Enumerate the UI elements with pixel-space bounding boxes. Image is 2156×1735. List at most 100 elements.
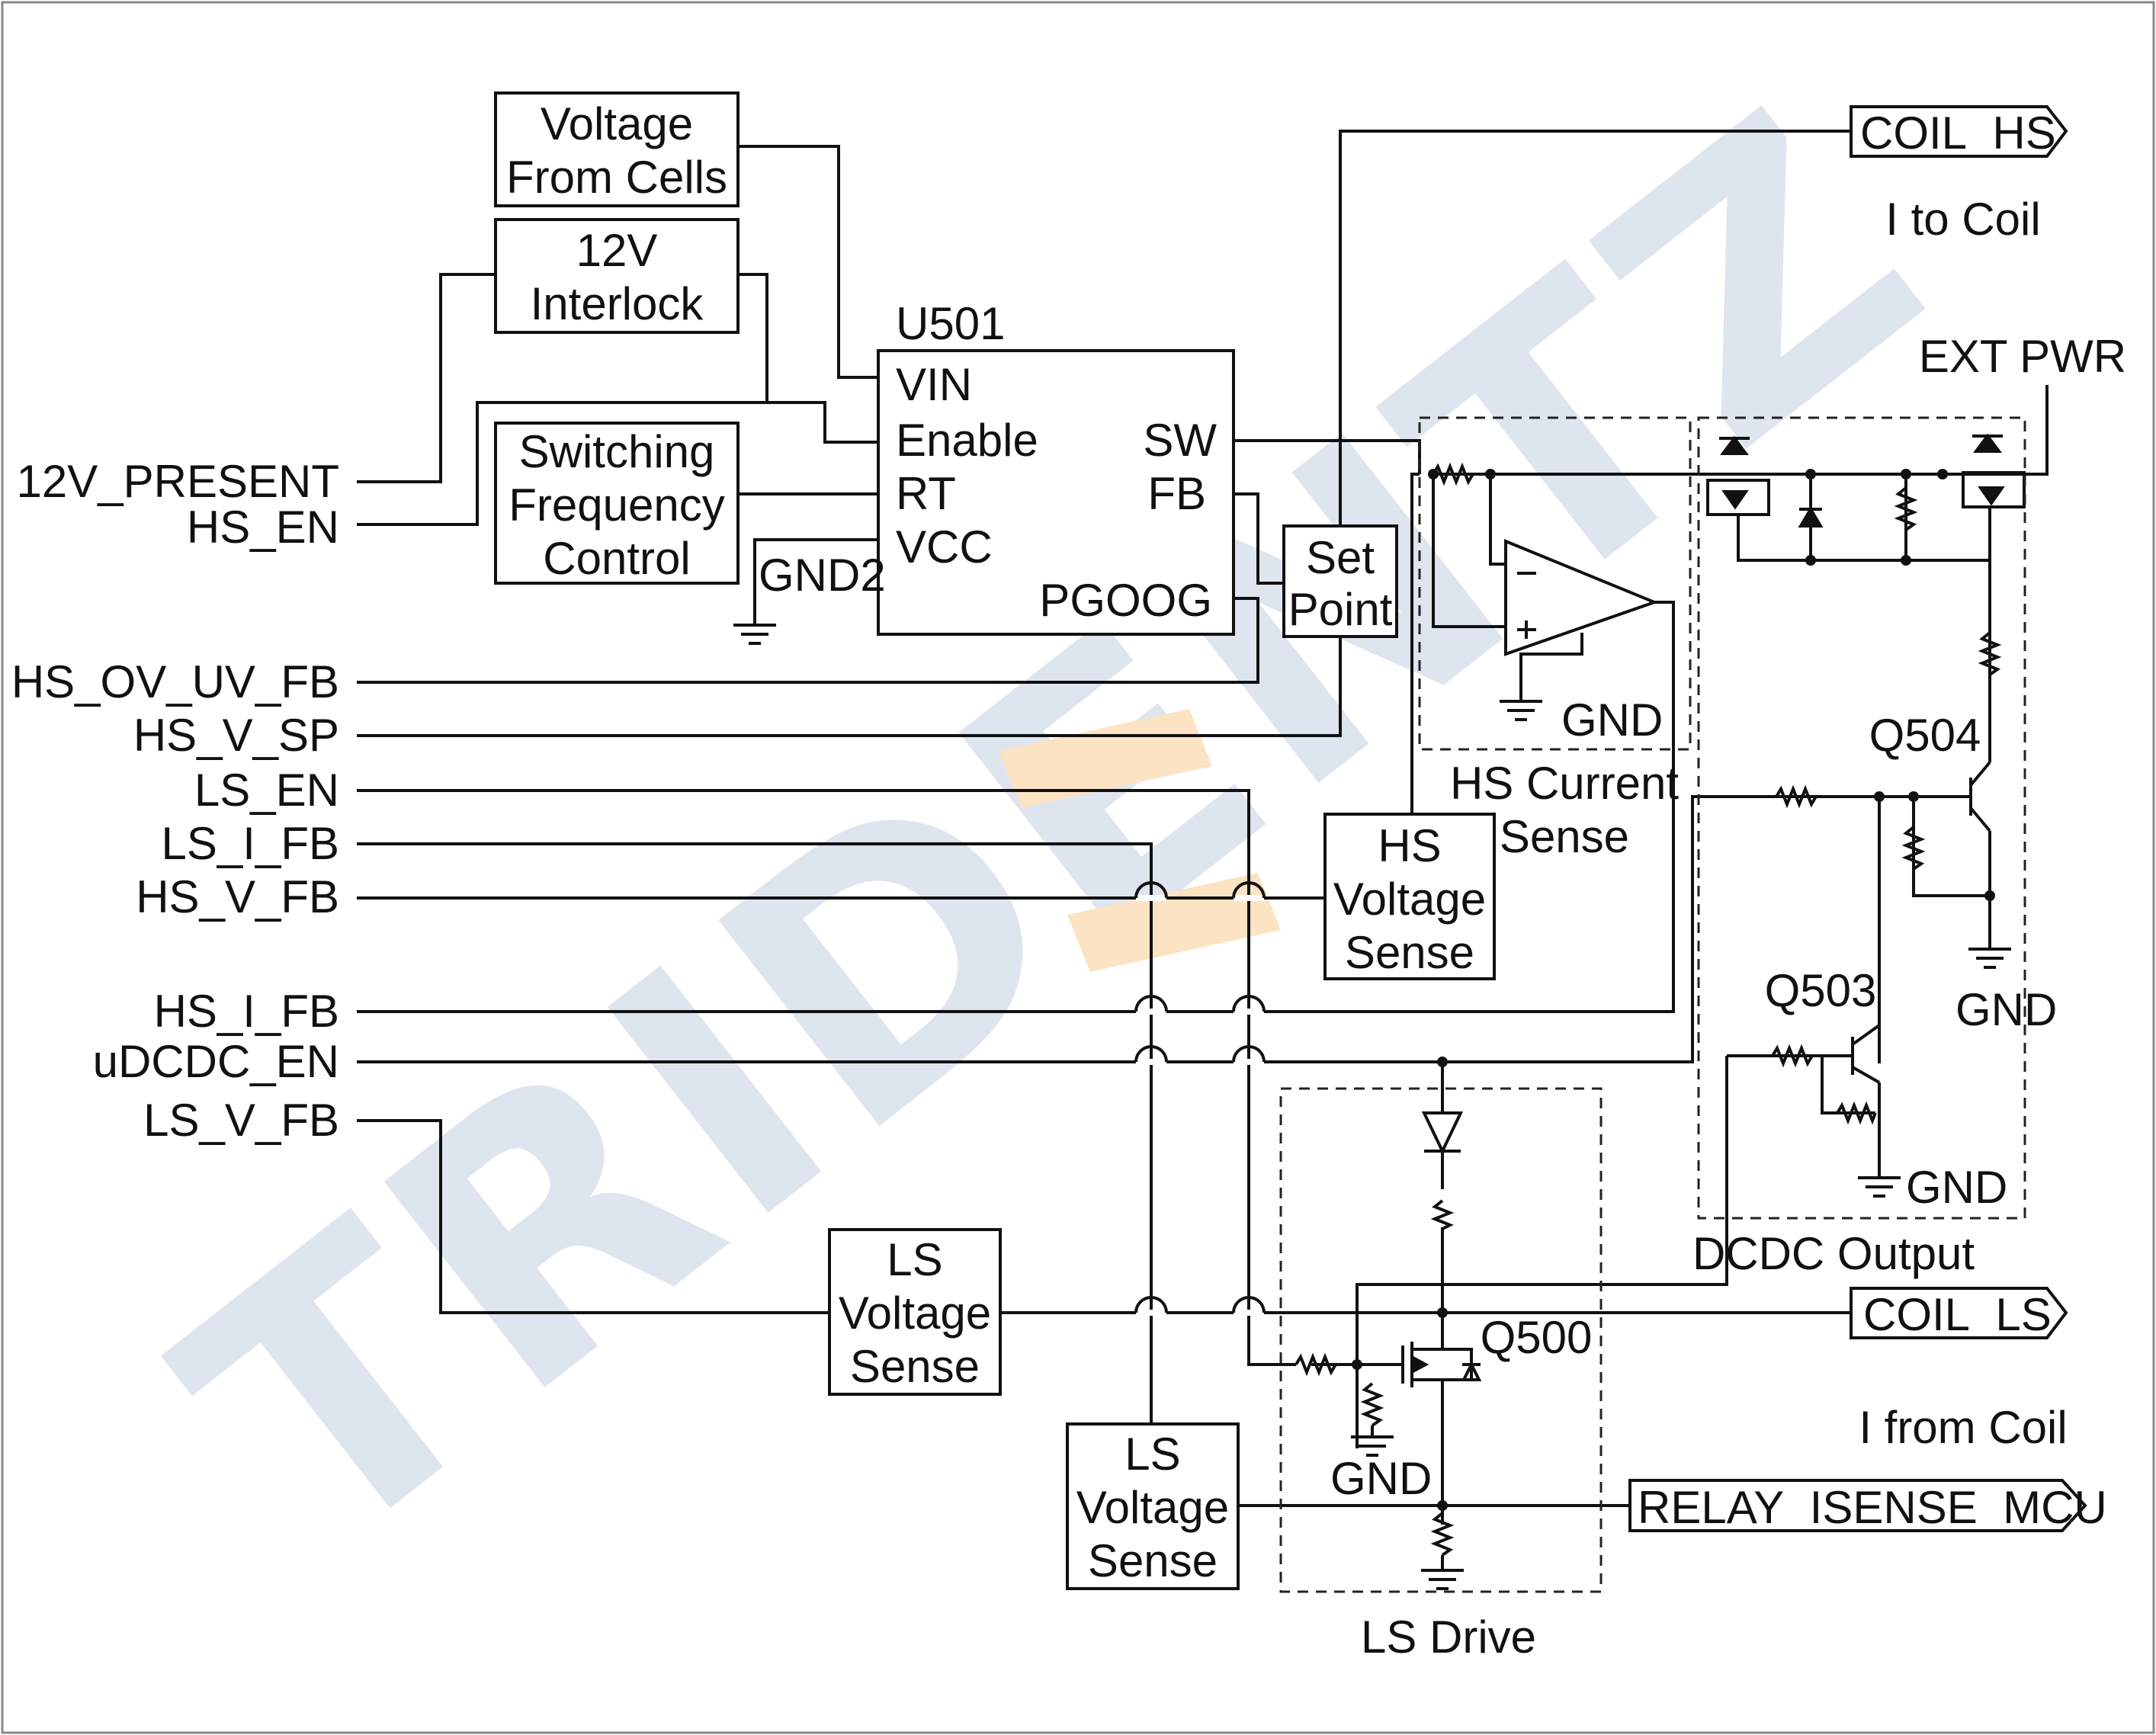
ls-voltage-sense-1-text-line-2: Voltage <box>839 1288 991 1339</box>
hop-arc-6 <box>1232 1045 1266 1063</box>
q504-gnd-label: GND <box>1955 984 2057 1035</box>
voltage-from-cells-box <box>494 91 740 207</box>
u501-pin-vin: VIN <box>896 359 972 410</box>
u501-pin-vcc: VCC <box>896 521 993 572</box>
signal-label-hs-ov-uv-fb: HS_OV_UV_FB <box>11 656 339 707</box>
ls-voltage-sense-2-text-line-2: Voltage <box>1076 1482 1229 1533</box>
hop-arc-7 <box>1134 1296 1168 1313</box>
q504-label: Q504 <box>1869 710 1981 761</box>
q503-gnd-symbol <box>1858 1176 1901 1198</box>
hs-current-sense-title-line-2: Sense <box>1500 811 1629 862</box>
ls-voltage-sense-2-text-line-1: LS <box>1125 1429 1180 1480</box>
switching-freq-text-line-2: Frequency <box>509 479 724 531</box>
q500-gate-resistor <box>1295 1352 1337 1377</box>
zener-diode <box>1798 506 1824 528</box>
switching-freq-text-line-1: Switching <box>519 426 715 477</box>
text-labels: 12V_PRESENTHS_ENHS_OV_UV_FBHS_V_SPLS_ENL… <box>11 98 2126 1663</box>
hop-arc-4 <box>1232 995 1266 1012</box>
signal-label-udcdc-en: uDCDC_EN <box>93 1036 339 1087</box>
set-point-box <box>1282 524 1398 638</box>
signal-label-ls-i-fb: LS_I_FB <box>162 818 339 869</box>
block-boxes <box>494 91 1496 1590</box>
relay-isense-label: RELAY_ISENSE_MCU <box>1638 1482 2107 1533</box>
coil-hs-tag <box>1850 105 2068 158</box>
signal-label-ls-en: LS_EN <box>194 765 339 816</box>
wire-hops <box>1134 881 1266 1316</box>
i-from-coil-note: I from Coil <box>1859 1402 2067 1453</box>
hs-current-sense-title-line-1: HS Current <box>1450 758 1679 809</box>
hop-arc-8 <box>1232 1296 1266 1313</box>
ls-voltage-sense-box-2 <box>1066 1422 1240 1590</box>
hs-voltage-sense-box <box>1323 813 1496 980</box>
ls-voltage-sense-box-1 <box>828 1228 1002 1396</box>
q500-label: Q500 <box>1481 1312 1593 1363</box>
q504-gnd-symbol <box>1968 948 2011 969</box>
signal-label-ls-v-fb: LS_V_FB <box>143 1095 339 1146</box>
interlock-12v-text-line-2: Interlock <box>531 278 704 329</box>
signal-label-hs-v-fb: HS_V_FB <box>136 871 339 922</box>
signal-label-hs-i-fb: HS_I_FB <box>154 986 339 1037</box>
dcdc-output-region <box>1697 416 2026 1220</box>
resistors <box>1295 462 2002 1557</box>
shunt-resistor <box>1430 1512 1455 1557</box>
ls-voltage-sense-1-text-line-3: Sense <box>850 1341 980 1392</box>
signal-label-hs-en: HS_EN <box>187 502 339 553</box>
set-point-text-line-2: Point <box>1288 584 1393 635</box>
coil-hs-label: COIL_HS <box>1860 107 2056 159</box>
q503-gnd-label: GND <box>1906 1162 2007 1213</box>
u501-ref: U501 <box>896 298 1005 349</box>
switching-freq-text-line-3: Control <box>543 533 690 584</box>
gnd2-symbol <box>733 614 776 645</box>
ls-drive-resistor <box>1430 1199 1455 1230</box>
u501-pin-enable: Enable <box>896 415 1038 466</box>
q504-collector-resistor <box>1978 631 2002 676</box>
q503-bjt <box>1851 1024 1881 1084</box>
opamp-gnd-label: GND <box>1561 694 1663 746</box>
wires <box>357 130 2049 1570</box>
ground-symbols <box>733 614 2011 1590</box>
dcdc-output-title: DCDC Output <box>1692 1228 1975 1279</box>
u501-pin-sw: SW <box>1143 415 1217 466</box>
hs-sense-resistor <box>1432 462 1474 486</box>
voltage-from-cells-text-line-1: Voltage <box>541 98 693 149</box>
dcdc-resistor <box>1894 486 1918 531</box>
u501-box <box>877 349 1235 636</box>
hs-mosfet-2-diode <box>1972 433 2003 453</box>
hs-current-opamp <box>1504 539 1659 656</box>
q500-pulldown-resistor <box>1360 1382 1384 1427</box>
q500-mosfet <box>1401 1342 1482 1395</box>
hs-voltage-sense-text-line-2: Voltage <box>1333 874 1486 925</box>
hop-arc-3 <box>1134 995 1168 1012</box>
signal-label-hs-v-sp: HS_V_SP <box>133 710 339 761</box>
ls-drive-title: LS Drive <box>1361 1612 1536 1663</box>
u501-pin-rt: RT <box>896 468 956 519</box>
junction-dots <box>1352 469 1995 1511</box>
hs-voltage-sense-text-line-3: Sense <box>1345 927 1474 978</box>
voltage-from-cells-text-line-2: From Cells <box>506 152 727 203</box>
interlock-12v-box <box>494 218 740 334</box>
q504-bjt <box>1969 761 1991 832</box>
hop-arc-2 <box>1232 881 1266 899</box>
output-tags <box>1628 105 2087 1532</box>
coil-ls-label: COIL_LS <box>1863 1289 2052 1340</box>
coil-ls-tag <box>1850 1287 2068 1339</box>
opamp-gnd-symbol <box>1500 700 1542 721</box>
set-point-text-line-1: Set <box>1306 532 1375 583</box>
hs-mosfet-1 <box>1706 479 1770 516</box>
hop-arc-5 <box>1134 1045 1168 1063</box>
q503-label: Q503 <box>1765 965 1877 1016</box>
q500-gnd-symbol <box>1351 1426 1394 1457</box>
dashed-regions <box>1279 416 2026 1593</box>
interlock-12v-text-line-1: 12V <box>576 225 658 276</box>
semiconductors <box>1401 433 2026 1395</box>
ls-voltage-sense-2-text-line-3: Sense <box>1088 1535 1218 1586</box>
q500-gnd-label: GND <box>1330 1453 1432 1504</box>
shunt-gnd-symbol <box>1421 1569 1464 1590</box>
hs-mosfet-2 <box>1962 471 2026 508</box>
relay-isense-tag <box>1628 1479 2087 1532</box>
ls-drive-diode <box>1421 1111 1464 1155</box>
u501-pin-fb: FB <box>1147 468 1206 519</box>
gnd2-label: GND2 <box>759 550 886 601</box>
q503-emitter-resistor <box>1836 1101 1877 1125</box>
hop-arc-1 <box>1134 881 1168 899</box>
